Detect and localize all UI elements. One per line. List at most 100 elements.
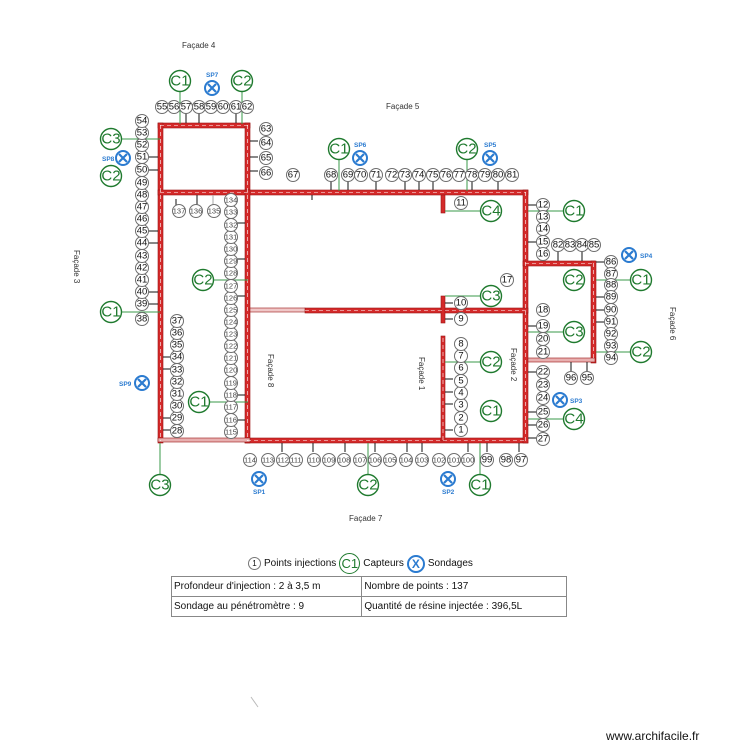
- svg-text:C1: C1: [101, 304, 120, 321]
- point-36: 36: [170, 326, 184, 340]
- point-104: 104: [399, 453, 413, 467]
- svg-text:3: 3: [458, 400, 463, 411]
- svg-text:56: 56: [169, 102, 180, 113]
- point-31: 31: [170, 387, 184, 401]
- svg-text:14: 14: [538, 224, 549, 235]
- svg-text:66: 66: [261, 168, 272, 179]
- svg-text:74: 74: [414, 170, 425, 181]
- point-100: 100: [461, 453, 475, 467]
- injection-depth-cell: Profondeur d'injection : 2 à 3,5 m: [170, 576, 363, 597]
- svg-text:134: 134: [225, 196, 238, 205]
- table-row: Sondage au pénétromètre : 9 Quantité de …: [170, 596, 567, 617]
- svg-text:67: 67: [288, 170, 299, 181]
- svg-text:99: 99: [482, 455, 493, 466]
- point-77: 77: [452, 168, 466, 182]
- point-67: 67: [286, 168, 300, 182]
- walls: [157, 122, 597, 444]
- svg-text:21: 21: [538, 347, 549, 358]
- point-58: 58: [192, 100, 206, 114]
- sondage-sp9: SP9: [119, 375, 150, 391]
- svg-text:9: 9: [458, 314, 463, 325]
- svg-text:106: 106: [369, 456, 382, 465]
- sondage-legend-icon: X: [406, 554, 425, 573]
- svg-text:SP6: SP6: [354, 142, 367, 149]
- point-8: 8: [454, 337, 468, 351]
- capteur-c4-top: C4: [479, 199, 503, 223]
- svg-text:46: 46: [137, 214, 148, 225]
- svg-text:C1: C1: [564, 203, 583, 220]
- svg-text:71: 71: [371, 170, 382, 181]
- svg-text:124: 124: [225, 318, 238, 327]
- svg-text:4: 4: [458, 388, 463, 399]
- capteur-legend-label: Capteurs: [363, 558, 404, 569]
- point-107: 107: [353, 453, 367, 467]
- point-108: 108: [337, 453, 351, 467]
- point-65: 65: [259, 151, 273, 165]
- svg-text:82: 82: [553, 240, 564, 251]
- injection-points: 1 2 3 4 5 6 7 8 9 10 11 12 13 14 15 16 1…: [135, 100, 618, 467]
- svg-text:119: 119: [225, 379, 237, 388]
- svg-text:C2: C2: [481, 354, 500, 371]
- svg-text:109: 109: [323, 456, 336, 465]
- svg-text:C4: C4: [481, 203, 500, 220]
- resin-quantity-cell: Quantité de résine injectée : 396,5L: [361, 596, 567, 617]
- svg-text:6: 6: [458, 363, 463, 374]
- point-60: 60: [216, 100, 230, 114]
- point-99: 99: [480, 453, 494, 467]
- svg-text:76: 76: [441, 170, 452, 181]
- capteur-c2-facade6: C2: [629, 340, 653, 364]
- point-75: 75: [426, 168, 440, 182]
- sondage-sp3: SP3: [552, 392, 583, 408]
- svg-text:51: 51: [137, 152, 148, 163]
- point-102: 102: [432, 453, 446, 467]
- svg-text:98: 98: [501, 455, 512, 466]
- point-84: 84: [575, 238, 589, 252]
- capteur-c3-bottom: C3: [148, 473, 172, 497]
- point-13: 13: [536, 210, 550, 224]
- points-count-cell: Nombre de points : 137: [361, 576, 567, 597]
- svg-text:C2: C2: [457, 141, 476, 158]
- legend: 1 Points injections C1 Capteurs X Sondag…: [248, 553, 473, 574]
- point-80: 80: [491, 168, 505, 182]
- point-70: 70: [354, 168, 368, 182]
- svg-text:73: 73: [400, 170, 411, 181]
- svg-text:64: 64: [261, 138, 272, 149]
- capteur-c1-right: C1: [562, 199, 586, 223]
- point-26: 26: [536, 418, 550, 432]
- svg-text:65: 65: [261, 153, 272, 164]
- point-129: 129: [224, 254, 238, 268]
- point-134: 134: [224, 193, 238, 207]
- svg-text:12: 12: [538, 200, 549, 211]
- point-11: 11: [454, 196, 468, 210]
- point-2: 2: [454, 411, 468, 425]
- point-132: 132: [224, 218, 238, 232]
- svg-text:SP9: SP9: [119, 381, 132, 388]
- point-103: 103: [415, 453, 429, 467]
- svg-text:22: 22: [538, 367, 549, 378]
- svg-text:C3: C3: [150, 477, 169, 494]
- svg-text:37: 37: [172, 316, 183, 327]
- svg-text:32: 32: [172, 377, 183, 388]
- svg-text:27: 27: [538, 434, 549, 445]
- svg-text:136: 136: [190, 207, 203, 216]
- svg-text:33: 33: [172, 365, 183, 376]
- point-9: 9: [454, 312, 468, 326]
- point-90: 90: [604, 303, 618, 317]
- point-22: 22: [536, 365, 550, 379]
- svg-text:C4: C4: [564, 411, 583, 428]
- point-3: 3: [454, 398, 468, 412]
- point-117: 117: [224, 400, 238, 414]
- svg-text:63: 63: [261, 124, 272, 135]
- facade-labels: Façade 4 Façade 5 Façade 7 Façade 3 Faça…: [72, 41, 677, 523]
- capteur-c1-facade7: C1: [468, 473, 492, 497]
- svg-text:10: 10: [456, 298, 467, 309]
- svg-text:24: 24: [538, 393, 549, 404]
- svg-text:62: 62: [242, 102, 253, 113]
- svg-text:7: 7: [458, 351, 463, 362]
- capteur-c3-mid: C3: [479, 284, 503, 308]
- sondage-sp5: SP5: [482, 142, 498, 166]
- svg-text:97: 97: [516, 455, 527, 466]
- point-46: 46: [135, 212, 149, 226]
- svg-text:19: 19: [538, 321, 549, 332]
- point-94: 94: [604, 351, 618, 365]
